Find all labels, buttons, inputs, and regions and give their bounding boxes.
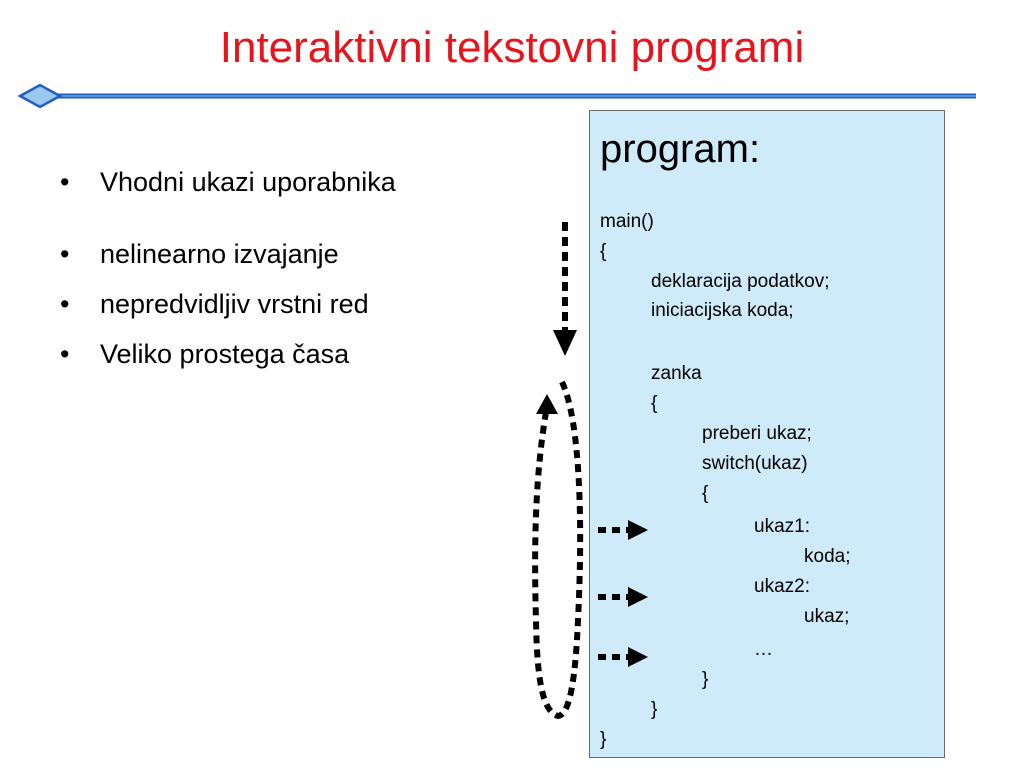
code-line: } [702,669,709,690]
bullet-item: Veliko prostega časa [60,334,396,374]
slide-title: Interaktivni tekstovni programi [219,23,805,72]
code-line: iniciacijska koda; [651,300,794,321]
arrow-up-icon [536,394,558,414]
code-line: … [754,639,773,660]
code-line: deklaracija podatkov; [651,271,830,292]
code-line: ukaz; [804,606,850,627]
code-heading: program: [600,127,761,171]
title-divider [17,83,976,109]
code-line: zanka [651,363,702,384]
code-line: { [702,483,709,504]
arrow-down-icon [553,330,577,356]
bullet-list: Vhodni ukazi uporabnika nelinearno izvaj… [60,162,396,374]
loop-arrow [532,380,584,720]
bullet-text: Vhodni ukazi uporabnika [100,167,396,197]
diamond-icon [17,83,63,109]
entry-arrow [553,222,577,356]
code-line: { [651,393,658,414]
code-line: { [600,241,607,262]
code-line: } [651,699,658,720]
code-line: ukaz1: [754,516,810,537]
code-line: koda; [804,546,851,567]
bullet-text: Veliko prostega časa [100,339,350,369]
bullet-item: Vhodni ukazi uporabnika [60,162,396,202]
code-line: ukaz2: [754,576,810,597]
code-line: preberi ukaz; [702,423,812,444]
code-line: } [600,729,607,750]
code-line: main() [600,211,654,232]
program-code-box: program: main() { deklaracija podatkov; … [589,110,945,758]
bullet-item: nelinearno izvajanje [60,234,396,274]
bullet-item: nepredvidljiv vrstni red [60,284,396,324]
bullet-text: nelinearno izvajanje [100,239,339,269]
code-line: switch(ukaz) [702,453,808,474]
bullet-text: nepredvidljiv vrstni red [100,289,369,319]
